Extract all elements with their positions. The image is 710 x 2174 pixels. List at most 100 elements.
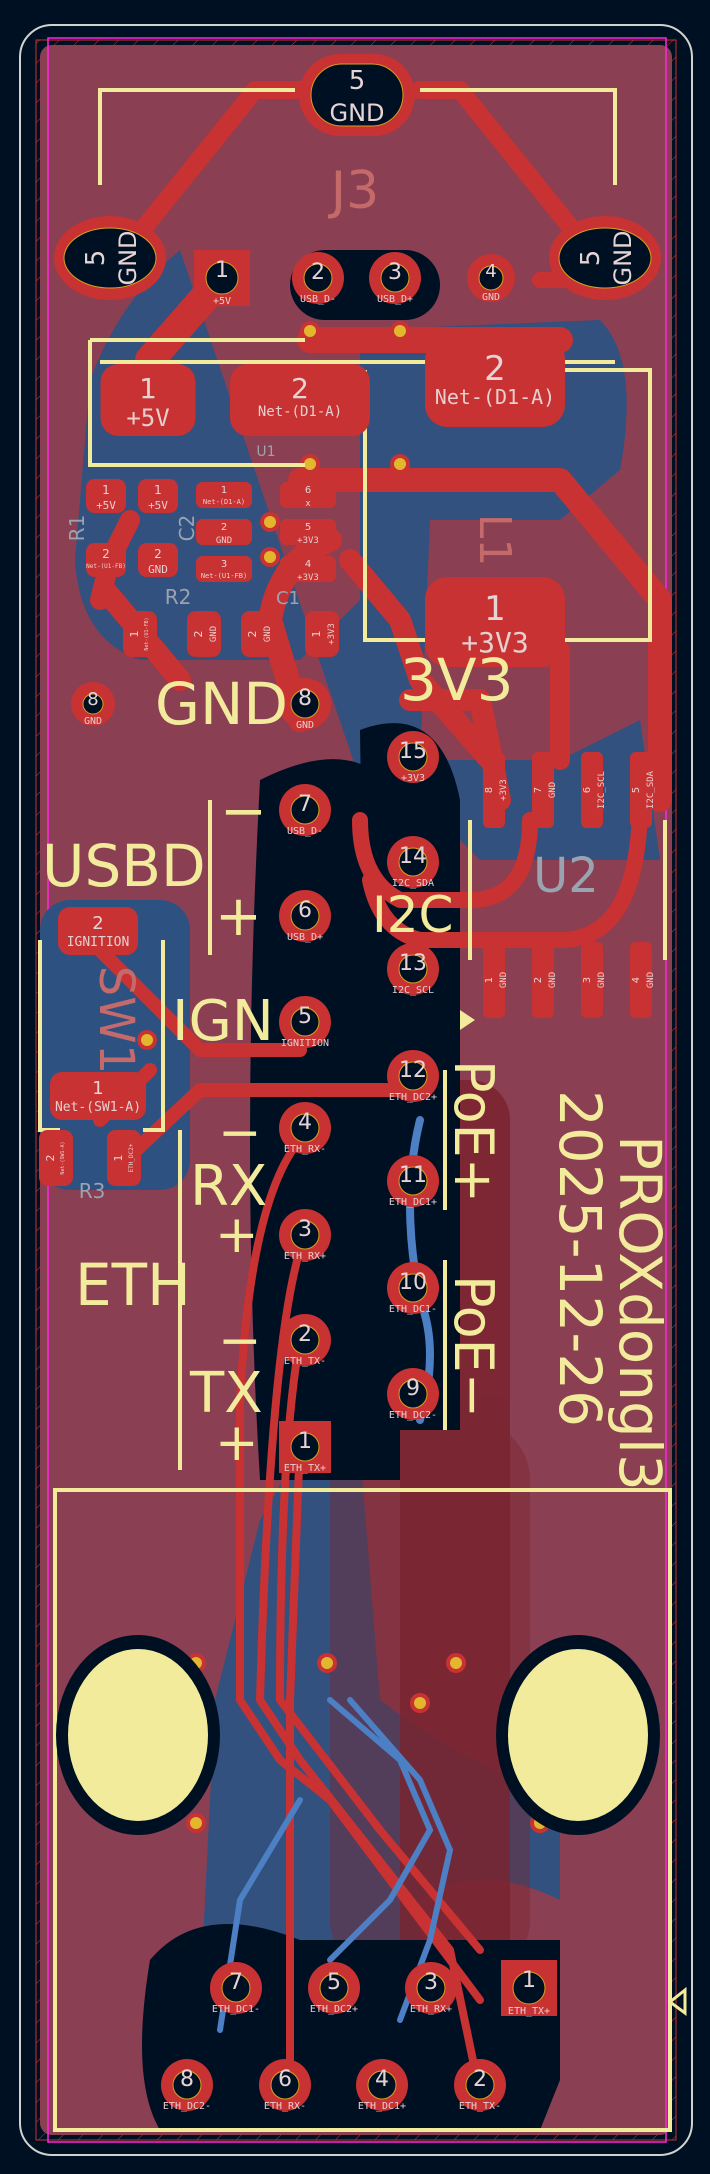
pad-number: 13 [399,951,427,976]
pad-number: 1 [154,483,162,497]
via [260,512,280,532]
pad-number: 5 [349,66,366,96]
pad-net-label: ETH_TX- [284,1356,326,1367]
via [317,1653,337,1673]
pad-net-label: GND [329,99,384,127]
u2-pad-8: 8+3V3 [483,752,509,828]
pad-net-label: +5V [148,499,168,512]
pad-net-label: I2C_SDA [646,770,656,809]
pad-net-label: Net-(D1-A) [203,498,245,506]
via [260,547,280,567]
pad-number: 4 [631,977,642,983]
pad-net-label: ETH_RX+ [410,2004,452,2015]
pad-number: 2 [154,547,162,561]
ref-j3: J3 [328,161,379,221]
pad-net-label: I2C_SCL [392,985,434,996]
via [300,321,320,341]
pad-number: 3 [582,977,593,983]
pad-net-label: ETH_RX- [264,2101,306,2112]
pad-number: 15 [399,739,427,764]
silk-label-plus-tx: + [215,1413,259,1473]
pad-number: 4 [375,2067,389,2092]
ref-r3: R3 [79,1179,106,1203]
pad-net-label: GND [499,972,509,988]
pad-number: 3 [221,559,227,570]
pad-number: 2 [192,631,205,638]
pad-number: 6 [582,787,593,793]
pad-net-label: ETH_RX- [284,1144,326,1155]
silk-label-poe-minus: PoE− [442,1275,505,1418]
pad-net-label: GND [148,563,168,576]
via [390,321,410,341]
pad-net-label: +3V3 [297,573,319,583]
pad-number: 8 [298,686,312,711]
c1-pad-1: 1+3V3 [305,611,339,657]
pad-net-label: GND [548,972,558,988]
pad-net-label: ETH_DC2- [163,2101,211,2112]
pad-net-label: +5V [96,499,116,512]
pad-number: 1 [128,631,141,638]
pad-number: 5 [576,250,606,267]
pad-net-label: GND [216,536,232,546]
pad-net-label: GND [609,230,637,285]
silk-label-tx: TX [189,1361,263,1426]
u1-pad-4: 4 +3V3 [280,556,336,583]
l1-pad-1: 1+3V3 [425,577,565,667]
pad-net-label: ETH_DC2+ [310,2004,358,2015]
ref-u2: U2 [533,848,599,904]
pad-number: 3 [298,1217,312,1242]
pad-number: 6 [298,898,312,923]
pad-net-label: ETH_DC2+ [389,1092,437,1103]
silk-label-plus-rx: + [215,1205,259,1265]
pad-net-label: ETH_TX+ [508,2006,550,2017]
pad-net-label: GND [597,972,607,988]
pad-number: 7 [533,787,544,793]
j3-usb-pad-1: 1+5V [194,250,250,307]
silk-label-i2c: I2C [372,886,453,944]
pad-number: 3 [424,1970,438,1995]
pad-number: 1 [484,589,506,629]
pad-net-label: GND [482,292,500,303]
ref-l1: L1 [469,514,520,567]
pad-net-label: ETH_TX+ [284,1463,326,1474]
via [186,1813,206,1833]
pad-number: 1 [522,1968,536,1993]
ref-sw1: SW1 [88,966,144,1074]
u2-pad-3: 3 GND [581,942,607,1018]
pad-net-label: USB_D- [287,826,323,837]
pad-net-label: GND [114,230,142,285]
pad-number: 1 [112,1155,125,1162]
pad-number: 4 [305,559,311,570]
pad-net-label: Net-(D1-A) [435,385,555,409]
pad-number: 5 [81,250,111,267]
silk-label-minus-rx: − [218,1103,262,1163]
pad-net-label: GND [263,626,273,642]
pad-net-label: ETH_DC1- [212,2004,260,2015]
pad-number: 1 [298,1429,312,1454]
u1-pad-6: 6x [280,482,336,509]
via [300,454,320,474]
via [410,1693,430,1713]
board-date: 2025-12-26 [546,1090,614,1427]
connector-orientation-marker [667,1986,687,2016]
